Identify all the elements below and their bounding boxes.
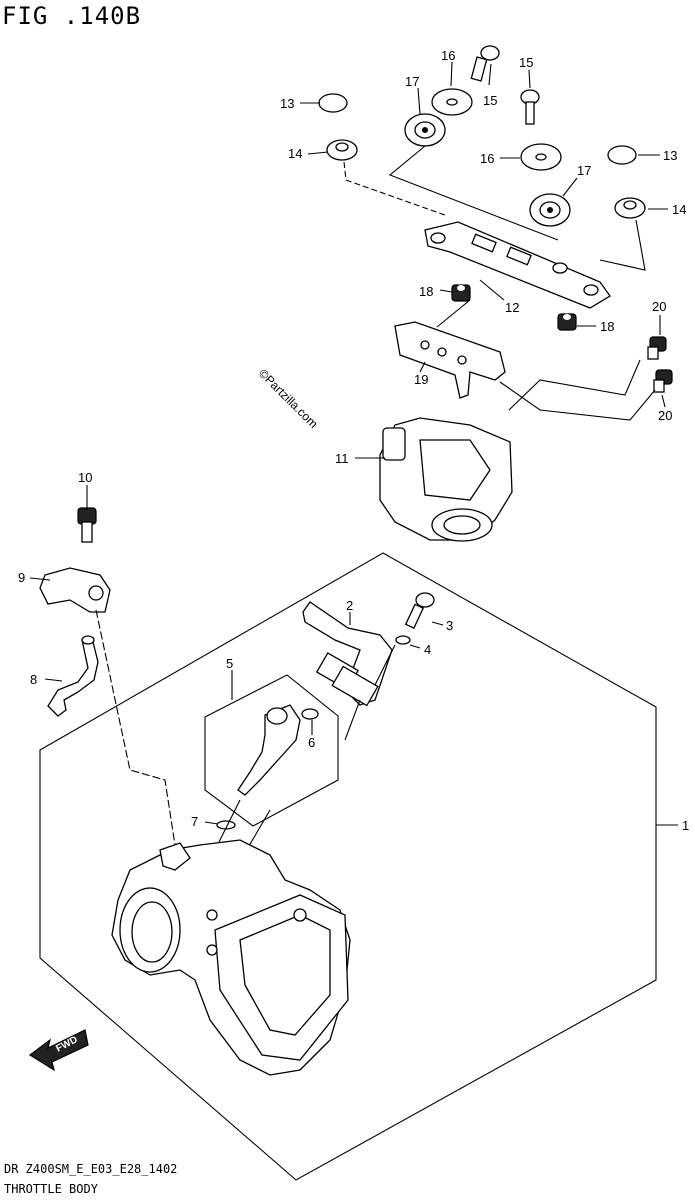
callout-13-right: 13 <box>663 148 677 163</box>
bolt-20-upper <box>647 336 667 360</box>
callout-12: 12 <box>505 300 519 315</box>
upper-bracket-group <box>318 45 673 421</box>
callout-16-lower: 16 <box>480 151 494 166</box>
nut-18-left <box>451 284 471 302</box>
washer-4 <box>395 635 411 645</box>
hose-8 <box>47 635 99 717</box>
callout-16-upper: 16 <box>441 48 455 63</box>
model-code: DR Z400SM_E_E03_E28_1402 <box>4 1162 178 1176</box>
callout-7: 7 <box>191 814 198 829</box>
sensor-9 <box>39 567 111 613</box>
oring-6 <box>301 708 319 720</box>
callout-20-lower: 20 <box>658 408 672 423</box>
housing-11 <box>379 417 513 542</box>
callout-19: 19 <box>414 372 428 387</box>
callout-14-right: 14 <box>672 202 686 217</box>
injector-box-5 <box>204 674 339 827</box>
bolt-15-right <box>520 89 540 125</box>
callout-9: 9 <box>18 570 25 585</box>
callout-17-right: 17 <box>577 163 591 178</box>
callout-leaders <box>29 61 678 826</box>
callout-6: 6 <box>308 735 315 750</box>
callout-5: 5 <box>226 656 233 671</box>
assembly-outline <box>39 552 657 1181</box>
pipe-2 <box>302 601 393 707</box>
bolt-15-left <box>470 45 500 82</box>
nut-18-right <box>557 313 577 331</box>
bracket-19 <box>394 321 506 399</box>
callout-11: 11 <box>335 451 349 466</box>
cap-13-left <box>318 93 348 113</box>
callout-15-right: 15 <box>519 55 533 70</box>
watermark: ©Partzilla.com <box>256 366 321 431</box>
callout-2: 2 <box>346 598 353 613</box>
damper-17-left <box>404 113 446 147</box>
section-title: THROTTLE BODY <box>4 1182 98 1196</box>
figure-number: FIG .140B <box>2 2 142 30</box>
callout-17-left: 17 <box>405 74 419 89</box>
callout-3: 3 <box>446 618 453 633</box>
bolt-10 <box>77 507 97 543</box>
damper-17-right <box>529 193 571 227</box>
injector-5 <box>237 704 301 796</box>
callout-14-left: 14 <box>288 146 302 161</box>
throttle-body-1 <box>111 839 351 1076</box>
callout-8: 8 <box>30 672 37 687</box>
callout-1: 1 <box>682 818 689 833</box>
callout-13-left: 13 <box>280 96 294 111</box>
callout-20-upper: 20 <box>652 299 666 314</box>
cap-13-right <box>607 145 637 165</box>
callout-10: 10 <box>78 470 92 485</box>
callout-15-left: 15 <box>483 93 497 108</box>
callout-4: 4 <box>424 642 431 657</box>
bolt-20-lower <box>653 369 673 393</box>
callout-18-left: 18 <box>419 284 433 299</box>
callout-18-right: 18 <box>600 319 614 334</box>
bolt-3 <box>404 592 435 629</box>
fwd-arrow: FWD <box>28 1029 89 1072</box>
callout-labels: 1 2 3 4 5 6 7 8 9 10 11 12 13 13 14 14 1… <box>18 48 689 833</box>
